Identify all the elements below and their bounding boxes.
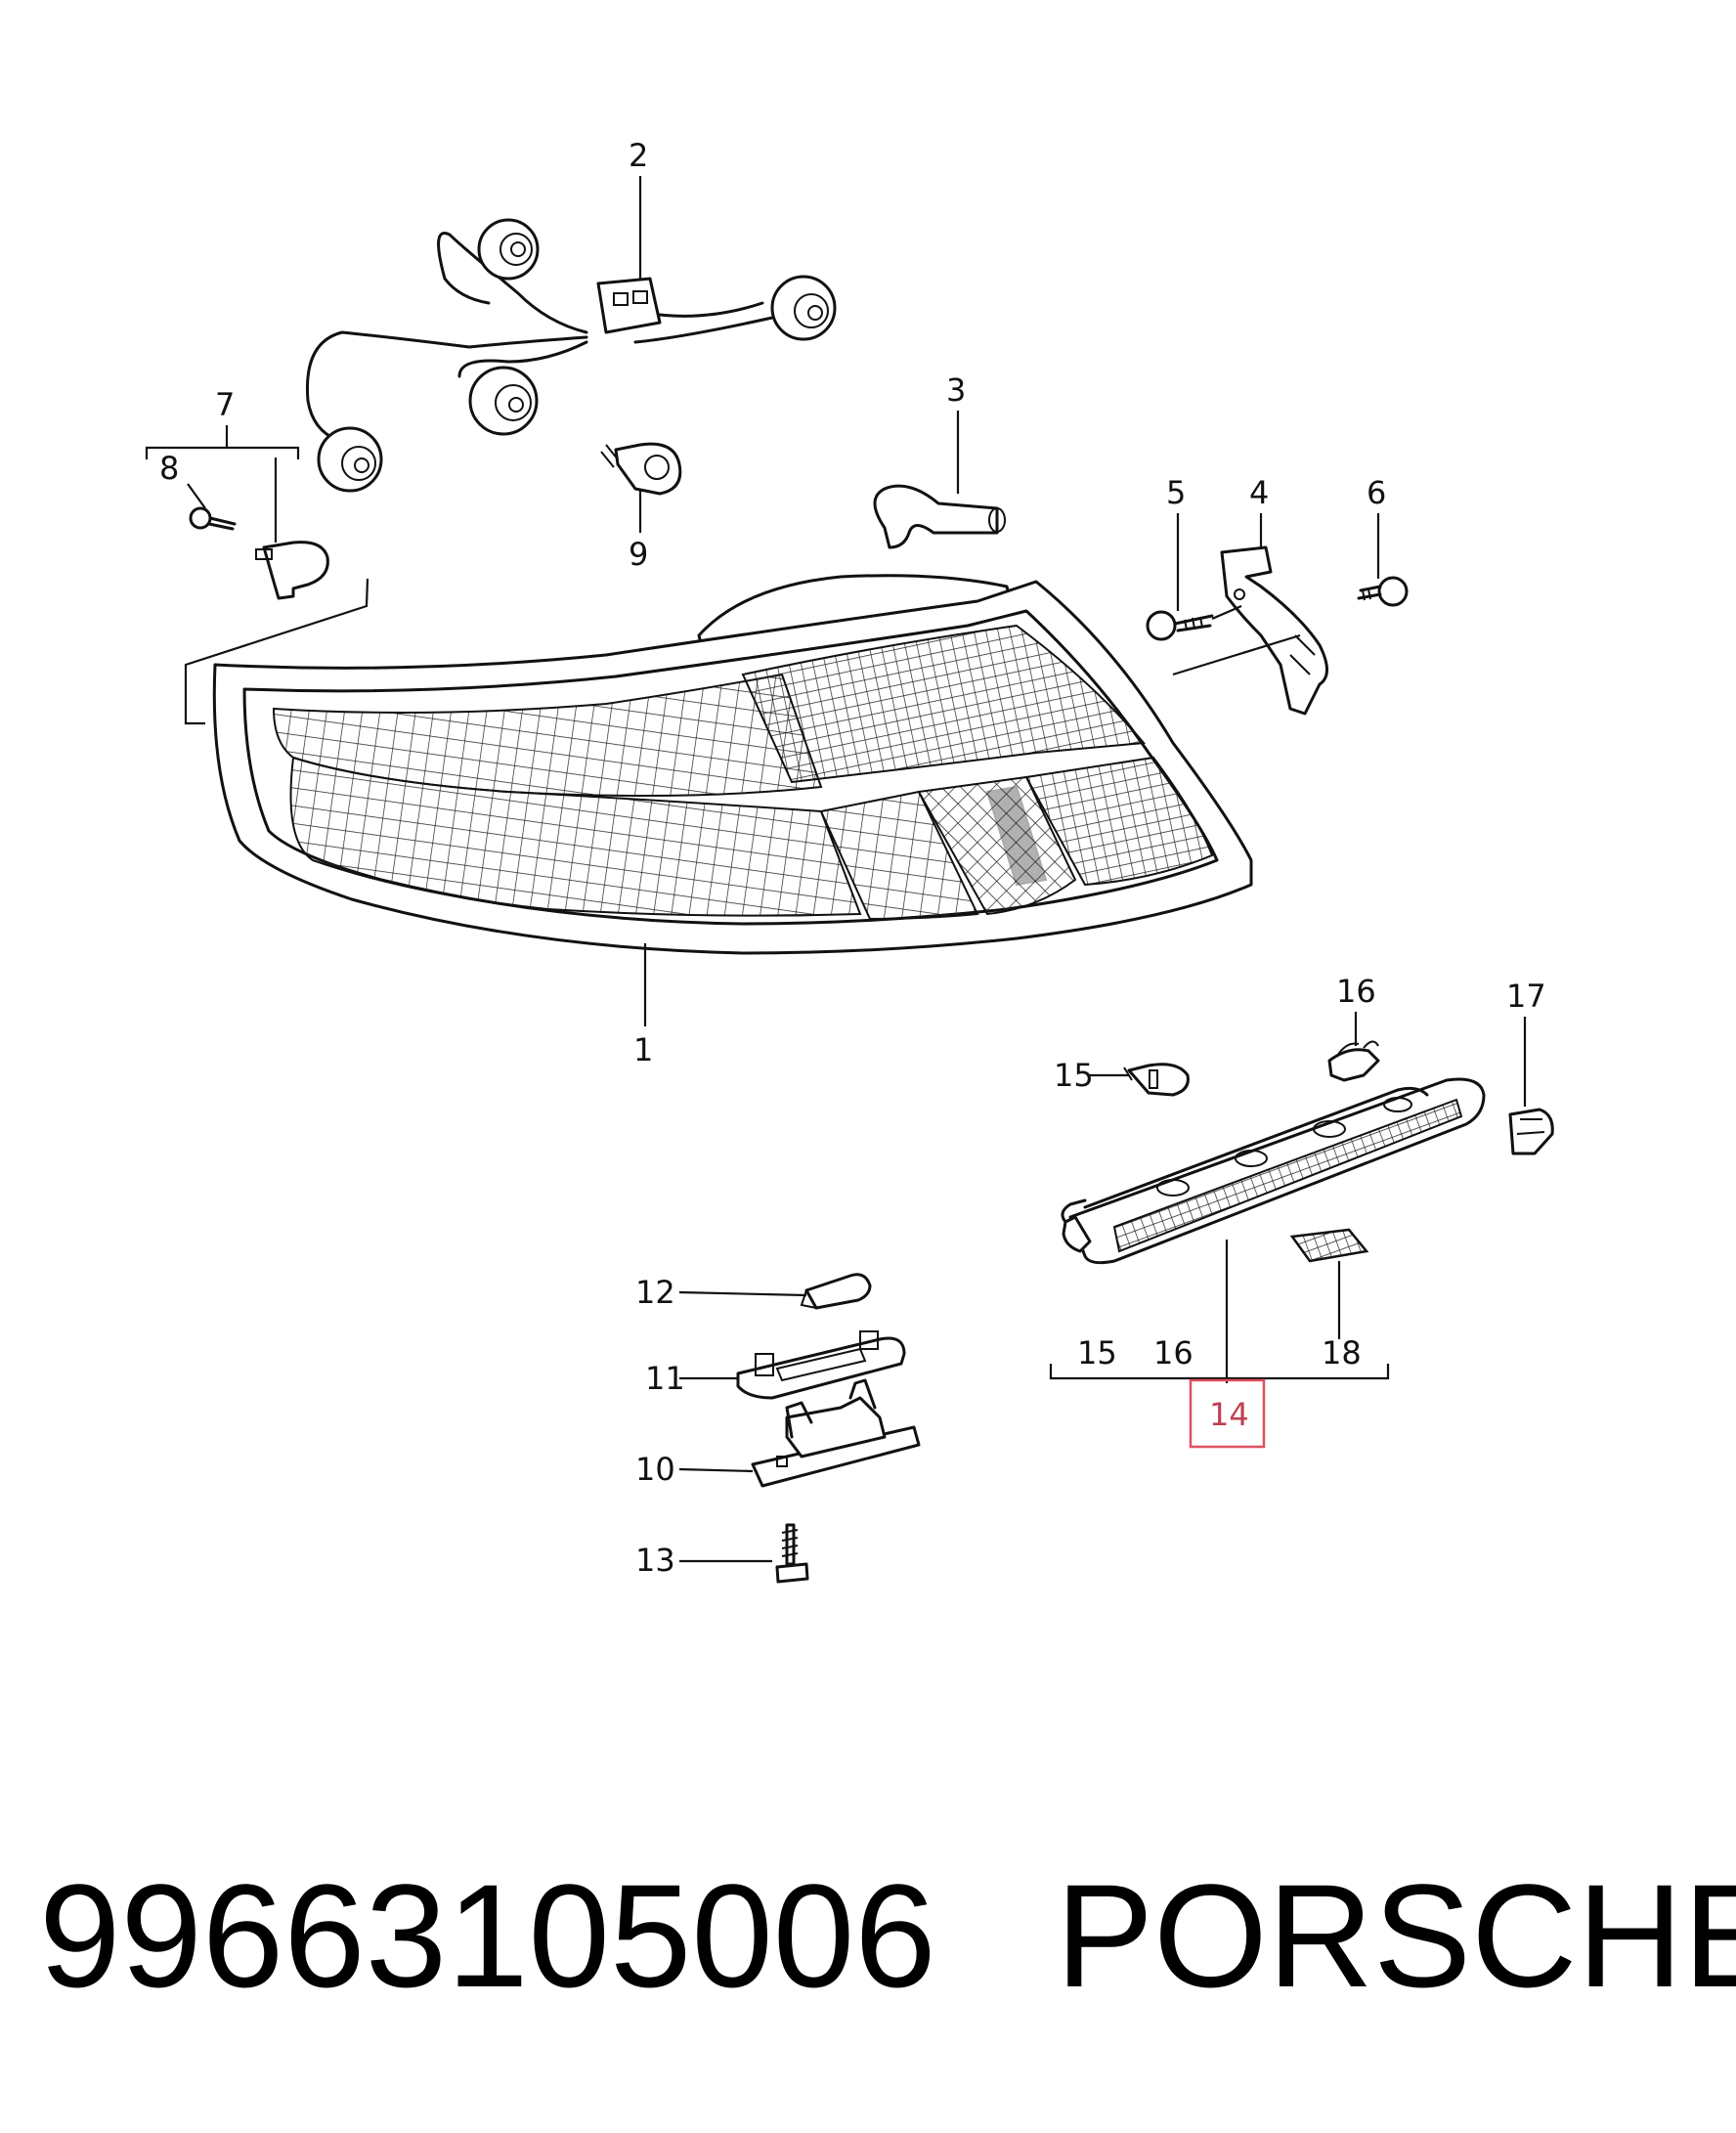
screw-6 — [1357, 576, 1409, 607]
tail-light-assembly — [212, 574, 1253, 955]
callout-15b: 15 — [1077, 1334, 1117, 1371]
callout-1: 1 — [633, 1031, 653, 1068]
callout-7: 7 — [215, 386, 235, 423]
part-number: 99663105006 — [39, 1853, 936, 2018]
bulb-socket-middle — [468, 366, 539, 436]
footer: 99663105006 PORSCHE — [0, 1838, 1736, 2033]
bulb-socket-right — [770, 275, 837, 341]
screw-13 — [775, 1523, 809, 1584]
callout-5: 5 — [1166, 474, 1186, 511]
callout-4: 4 — [1249, 474, 1269, 511]
callout-11: 11 — [645, 1360, 685, 1397]
screw-5 — [1146, 610, 1214, 641]
end-cap-17 — [1508, 1108, 1554, 1155]
lamp-holder-7 — [255, 541, 329, 600]
callout-17: 17 — [1506, 978, 1546, 1015]
brand-name: PORSCHE — [1056, 1853, 1736, 2018]
callout-2: 2 — [629, 137, 648, 174]
callout-14: 14 — [1209, 1396, 1249, 1433]
bulb-9 — [600, 442, 682, 496]
callout-15: 15 — [1054, 1057, 1094, 1094]
third-brake-light — [1061, 1077, 1486, 1265]
highlight-box-14 — [1189, 1378, 1266, 1449]
bulb-socket-top — [477, 218, 540, 281]
bulb-socket-left — [317, 426, 383, 493]
callout-6: 6 — [1367, 474, 1386, 511]
bulb-15 — [1123, 1063, 1190, 1097]
callout-3: 3 — [946, 371, 966, 409]
screw-8 — [189, 506, 237, 531]
bulb-12 — [800, 1273, 872, 1310]
callout-16: 16 — [1336, 973, 1376, 1010]
pad-18 — [1289, 1228, 1369, 1263]
mounting-bracket — [1220, 545, 1328, 716]
license-lamp-housing-10 — [751, 1378, 921, 1488]
wiring-harness — [305, 218, 837, 493]
callout-18: 18 — [1322, 1334, 1362, 1371]
callout-12: 12 — [635, 1274, 675, 1311]
callout-13: 13 — [635, 1542, 675, 1579]
callout-10: 10 — [635, 1451, 675, 1488]
callout-9: 9 — [629, 536, 648, 573]
callout-8: 8 — [159, 450, 179, 487]
hose — [873, 484, 1006, 549]
callout-16b: 16 — [1153, 1334, 1194, 1371]
clip-16 — [1327, 1040, 1380, 1082]
lens-11 — [736, 1330, 906, 1400]
